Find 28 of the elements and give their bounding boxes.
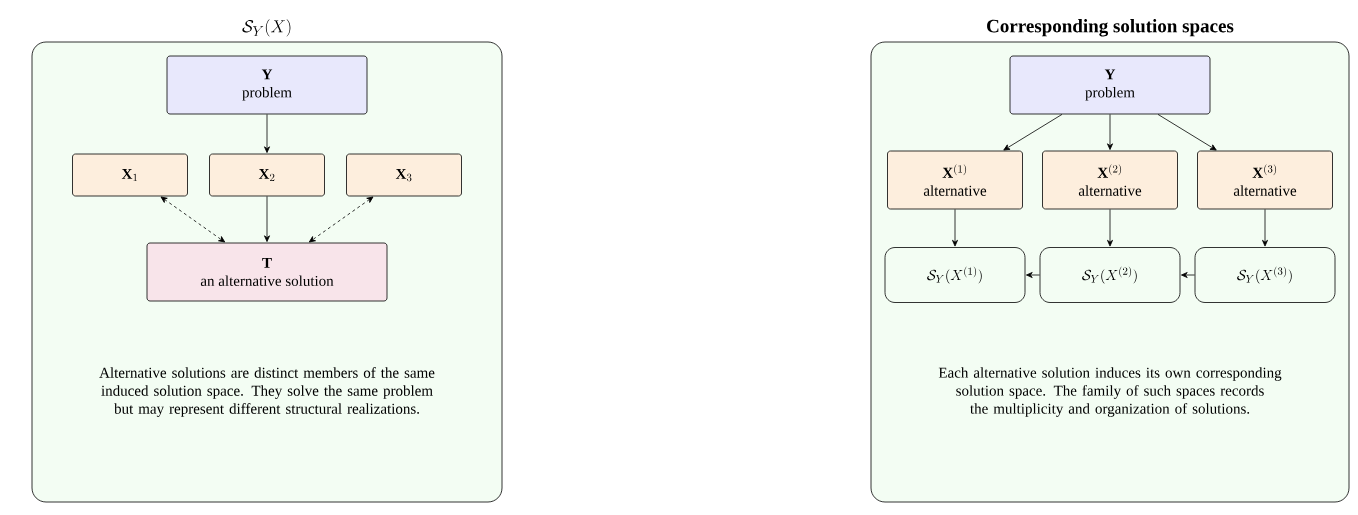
panel-heading: Corresponding solution spaces [987,19,1234,37]
alternative-box: $\mathbf{X}_3$ [346,153,462,197]
arrow [1262,209,1268,247]
paragraph: Each alternative solution induces its own corresponding solution space. The family of such spaces records the multiplicity and organization of solutions. [938,367,1282,417]
paragraph: Alternative solutions are distinct members of the same induced solution space. They solve the same problem but may represent different structural realizations. [99,367,435,417]
arrow [1026,272,1040,278]
alternative-box: $\mathbf{X}^{(2)}$ alternative [1042,150,1178,210]
arrow [308,196,374,243]
arrow [1181,272,1195,278]
alternative-box: $\mathbf{X}^{(3)}$ alternative [1197,150,1333,210]
arrow [160,196,226,243]
arrow [1003,114,1063,151]
panel-heading: $\mathcal{S}_Y(X)$ [242,19,291,37]
solution-box: $\mathbf{T}$ an alternative solution [146,242,388,302]
solution-space-box: $\mathcal{S}_Y(X^{(3)})$ [1194,247,1336,303]
alternative-box: $\mathbf{X}_1$ [72,153,188,197]
problem-box: $\mathbf{Y}$ problem [166,55,368,115]
arrow [1107,209,1113,247]
alternative-box: $\mathbf{X}^{(1)}$ alternative [887,150,1023,210]
alternative-box: $\mathbf{X}_2$ [209,153,325,197]
arrow [1107,114,1113,150]
arrow [1157,114,1217,151]
solution-space-box: $\mathcal{S}_Y(X^{(1)})$ [884,247,1026,303]
solution-space-box: $\mathcal{S}_Y(X^{(2)})$ [1039,247,1181,303]
arrow [952,209,958,247]
arrow [264,114,270,153]
arrow [264,196,270,242]
problem-box: $\mathbf{Y}$ problem [1009,55,1211,115]
